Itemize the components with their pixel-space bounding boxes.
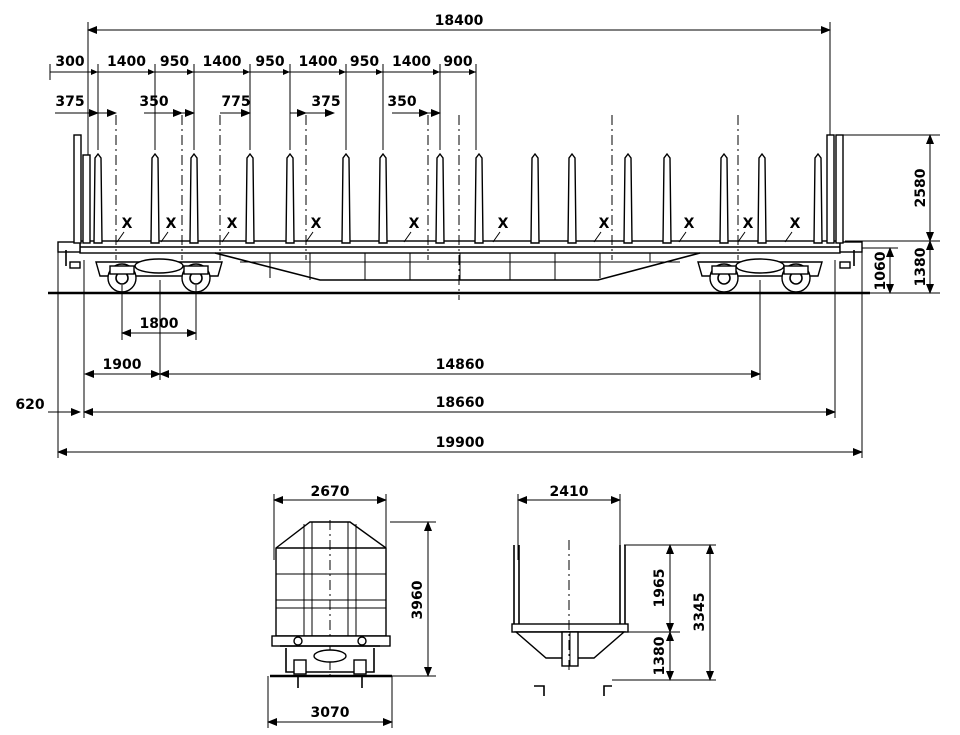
stake-mark: X	[684, 216, 695, 232]
dim-1800: 1800	[140, 316, 179, 332]
dim-19900: 19900	[436, 435, 485, 451]
stakes	[93, 152, 823, 244]
stake-mark: X	[409, 216, 420, 232]
buffers	[57, 241, 863, 269]
stake	[757, 152, 767, 244]
stake-offset-label: 375	[311, 94, 340, 110]
dim-18660: 18660	[436, 395, 485, 411]
stake-offset-label: 350	[387, 94, 416, 110]
stake-offset-label: 375	[55, 94, 84, 110]
stake	[378, 152, 388, 244]
stake	[530, 152, 540, 244]
stake-spacing-label: 900	[443, 54, 472, 70]
stake-spacing-label: 950	[160, 54, 189, 70]
dim-3070: 3070	[311, 705, 350, 721]
stake	[435, 152, 445, 244]
dim-2410: 2410	[550, 484, 589, 500]
dim-3960: 3960	[410, 580, 426, 619]
dim-14860: 14860	[436, 357, 485, 373]
stake	[567, 152, 577, 244]
stake-spacing-label: 1400	[203, 54, 242, 70]
bogie	[697, 258, 823, 293]
dim-2670: 2670	[311, 484, 350, 500]
stake	[662, 152, 672, 244]
stake	[245, 152, 255, 244]
stake-spacing-label: 1400	[392, 54, 431, 70]
end-view-loaded: 2670 3960 3070	[267, 484, 436, 728]
stake	[341, 152, 351, 244]
end-view-profile: 2410 1965 1380 3345	[511, 484, 716, 696]
stake-mark: X	[122, 216, 133, 232]
stake-mark: X	[498, 216, 509, 232]
stake-mark: X	[743, 216, 754, 232]
stake-mark: X	[166, 216, 177, 232]
stake	[150, 152, 160, 244]
centre-lines	[115, 115, 739, 260]
stake-mark: X	[311, 216, 322, 232]
dim-1060: 1060	[873, 251, 889, 290]
stake-spacing-label: 950	[255, 54, 284, 70]
stake-spacing-label: 300	[55, 54, 84, 70]
dim-2580: 2580	[913, 168, 929, 207]
stake-spacing-label: 950	[350, 54, 379, 70]
stake	[719, 152, 729, 244]
dim-1900: 1900	[103, 357, 142, 373]
end-stakes	[73, 134, 844, 244]
bogie	[95, 258, 223, 293]
side-view: X X X X X X X X X X 18400 300 1400 950 1400 950 1400 95…	[15, 13, 940, 458]
stake-spacing-label: 1400	[107, 54, 146, 70]
stake	[285, 152, 295, 244]
stake	[189, 152, 199, 244]
stake-offset-label: 350	[139, 94, 168, 110]
dim-3345: 3345	[692, 593, 708, 632]
dim-1380-end: 1380	[652, 636, 668, 675]
stake-mark: X	[227, 216, 238, 232]
dim-1380-side: 1380	[913, 247, 929, 286]
dim-18400: 18400	[435, 13, 484, 29]
dim-1965: 1965	[652, 569, 668, 608]
stake-spacing-label: 1400	[299, 54, 338, 70]
stake	[93, 152, 103, 244]
stake-mark: X	[790, 216, 801, 232]
side-dimensions: 18400 300 1400 950 1400 950 1400 950 1400 900 37…	[15, 13, 940, 458]
stake	[474, 152, 484, 244]
stake	[813, 152, 823, 244]
stake	[623, 152, 633, 244]
stake-offset-label: 775	[221, 94, 250, 110]
dim-620: 620	[15, 397, 44, 413]
bogies	[95, 258, 823, 293]
stake-mark: X	[599, 216, 610, 232]
